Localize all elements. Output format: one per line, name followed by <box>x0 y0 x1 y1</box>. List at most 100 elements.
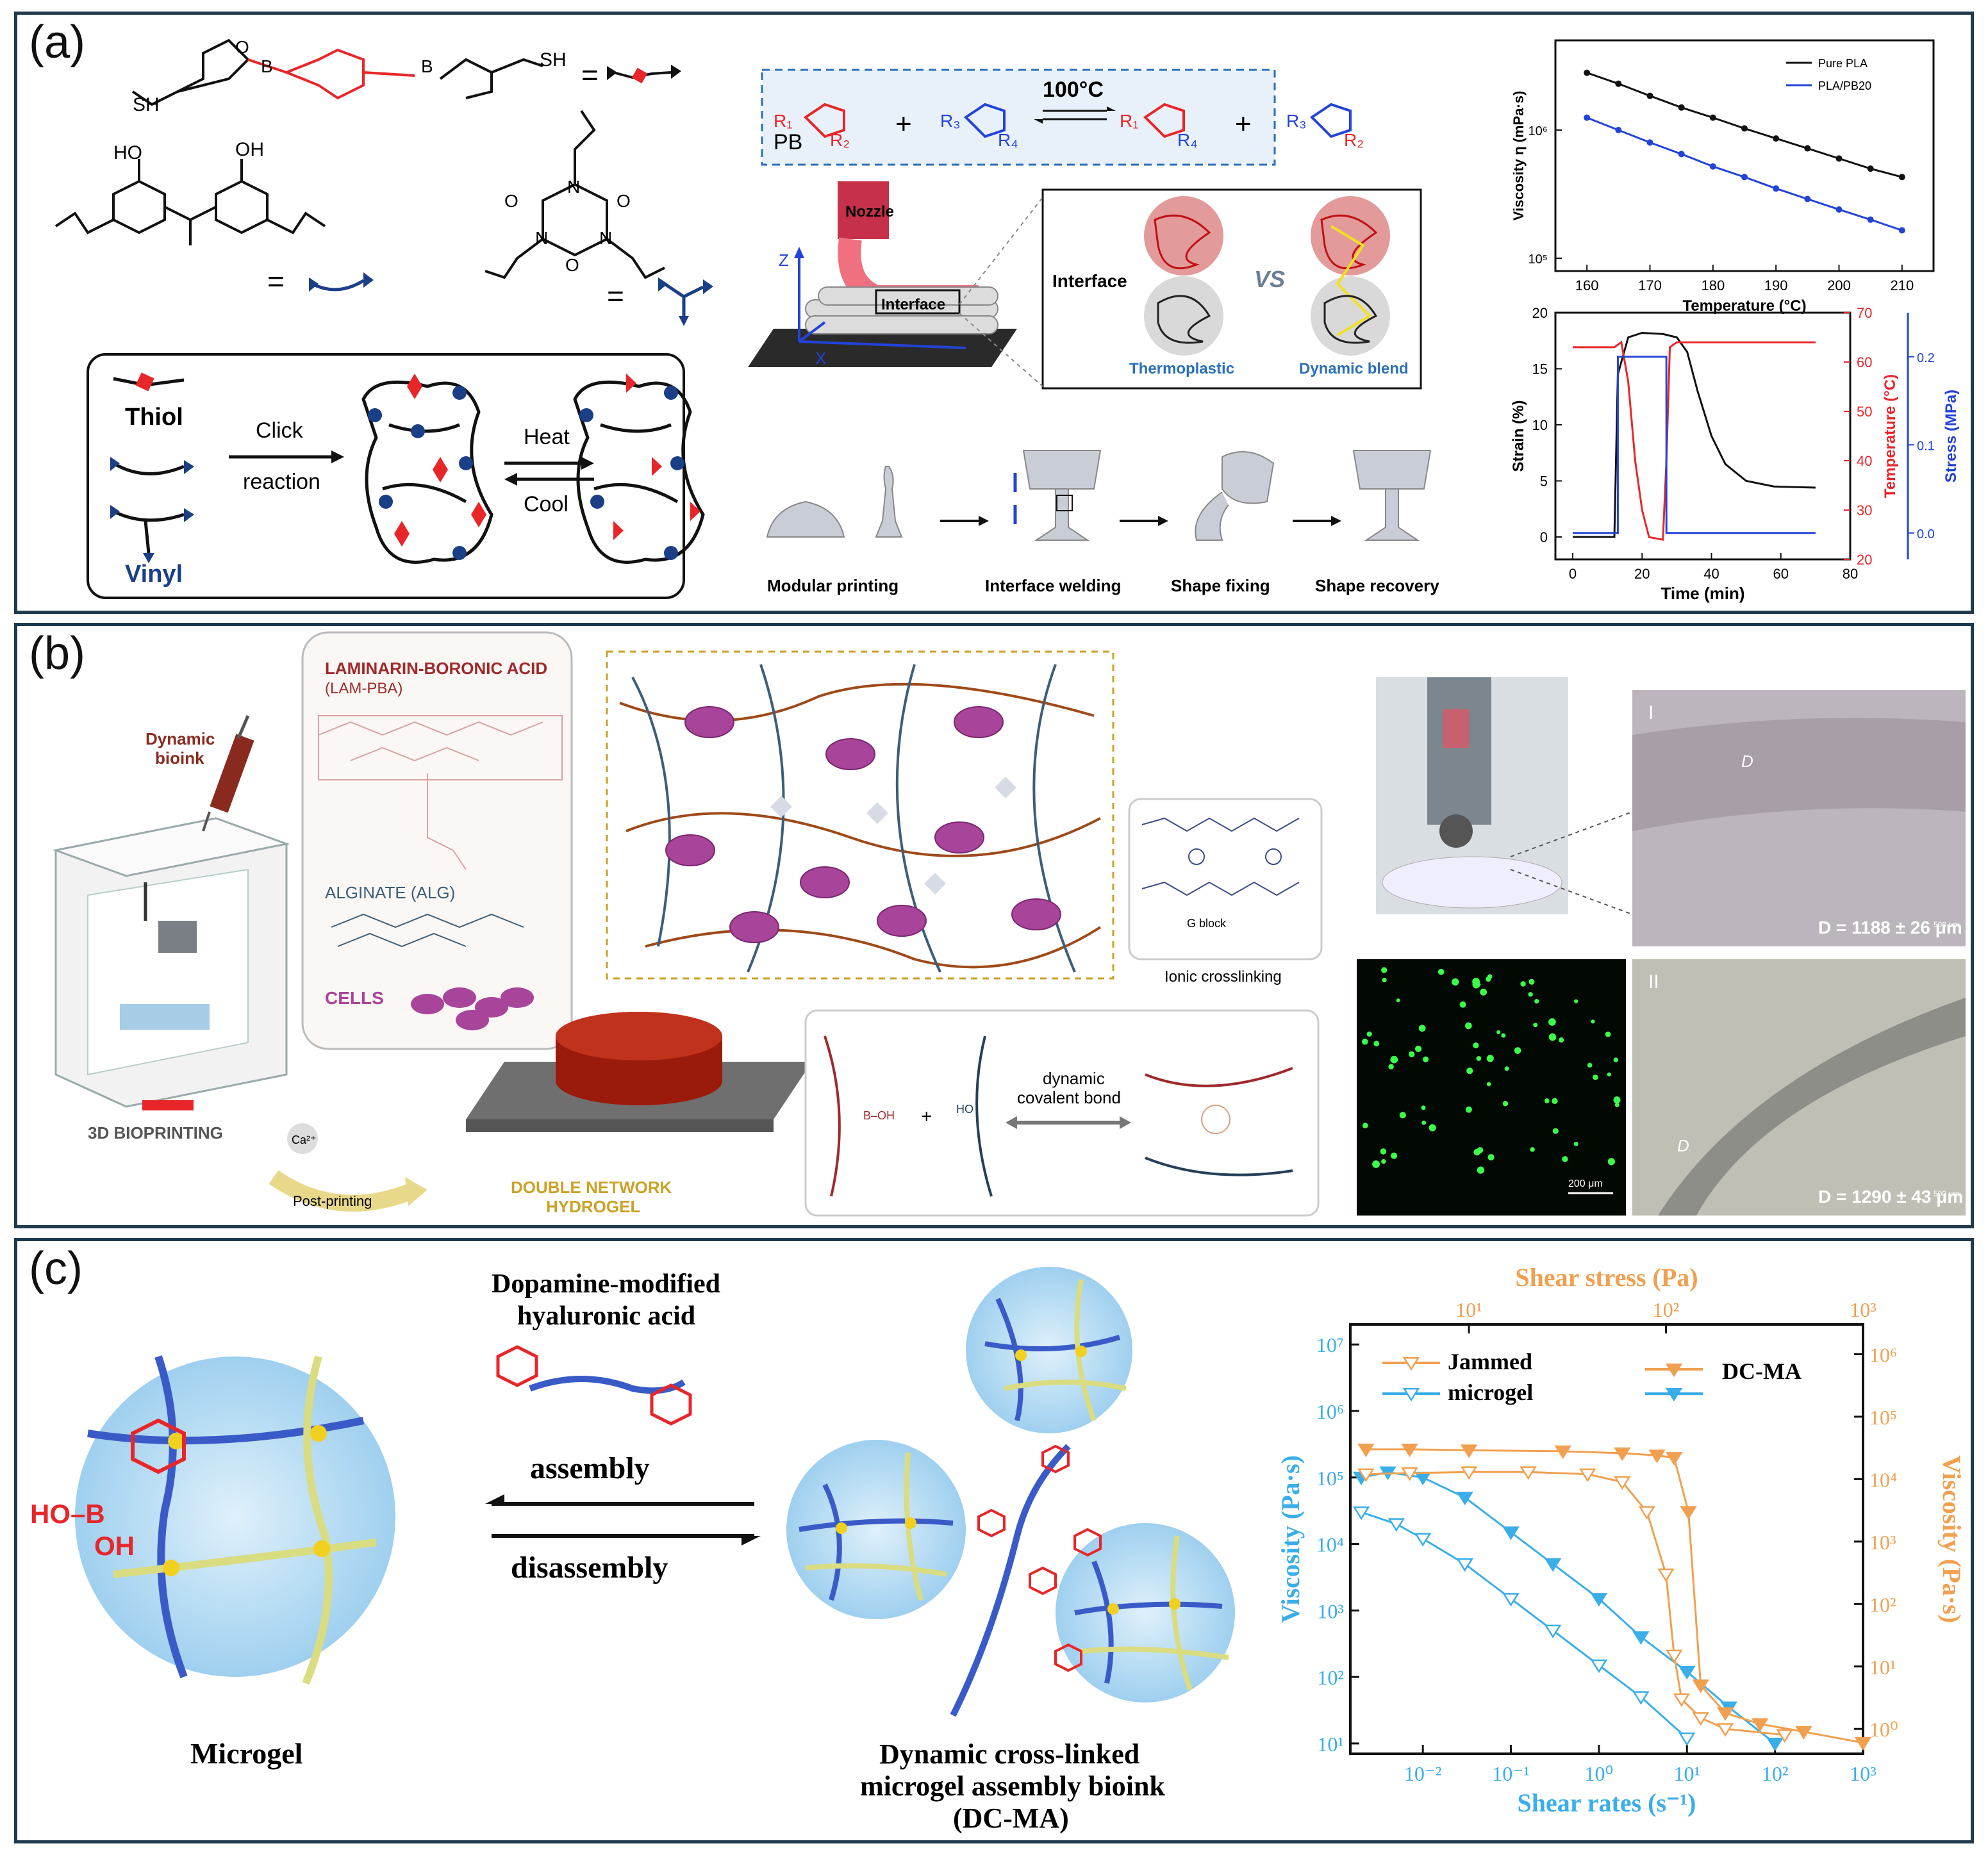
fluorescent-cell <box>1502 1101 1509 1107</box>
image-II-d-marker: D <box>1677 1136 1689 1155</box>
chart3-series-line <box>1361 1511 1688 1739</box>
chart3-ytick-right-label: 10² <box>1869 1593 1896 1616</box>
chart3-xtick-bottom-label: 10¹ <box>1673 1762 1700 1785</box>
fluorescent-cell <box>1421 1105 1426 1110</box>
post-printing-label: Post-printing <box>293 1193 372 1209</box>
fluorescent-cell <box>1548 1018 1556 1026</box>
fluorescence-image <box>1357 959 1626 1216</box>
fluorescent-cell <box>1514 1047 1521 1054</box>
chart1-point <box>1835 155 1843 162</box>
bioink-label-3: (DC-MA) <box>953 1802 1069 1834</box>
chart3-point <box>1614 1447 1631 1462</box>
fluorescent-cell <box>1587 1062 1593 1068</box>
thiol-label: Thiol <box>125 404 183 431</box>
chart3-xtick-top-label: 10³ <box>1850 1298 1876 1321</box>
g-block-label: G block <box>1187 917 1227 930</box>
chart3-point <box>1387 1518 1405 1532</box>
b-label-2: B <box>421 56 433 76</box>
chart3-legend-label: Jammed <box>1448 1349 1532 1374</box>
chart3-point <box>1678 1732 1696 1746</box>
double-network-1: DOUBLE NETWORK <box>511 1178 672 1197</box>
post-printing-arrow <box>269 1170 418 1212</box>
chart3-point <box>1554 1445 1572 1460</box>
chart1-point <box>1898 227 1905 234</box>
chart3-point <box>1544 1624 1562 1638</box>
fluorescent-cell <box>1429 1124 1436 1132</box>
image-I-d-marker: D <box>1741 752 1753 771</box>
crosslinked-network-1 <box>361 380 493 564</box>
image-I-scale: 500 μm <box>1934 920 1959 929</box>
chart2-temp-tick-label: 50 <box>1857 404 1872 420</box>
plus-2: + <box>1235 108 1252 140</box>
alginate-label: ALGINATE (ALG) <box>325 883 455 902</box>
chart3-point <box>1632 1691 1650 1705</box>
sh-label-right: SH <box>540 49 567 70</box>
chart3-ytick-right-label: 10¹ <box>1869 1656 1896 1679</box>
chart1-point <box>1741 125 1748 132</box>
chart2-series-line-strain <box>1573 331 1816 538</box>
fluorescent-cell <box>1373 1041 1380 1047</box>
chart3-xtick-bottom-label: 10⁰ <box>1584 1762 1613 1785</box>
reaction-label: reaction <box>243 470 320 494</box>
chart1-point <box>1835 206 1843 213</box>
hob-label: HO–B <box>30 1499 105 1529</box>
bioink-label-2: microgel assembly bioink <box>860 1770 1165 1802</box>
chart3-left-label: Viscosity (Pa·s) <box>1276 1455 1305 1623</box>
chart1-legend-label: PLA/PB20 <box>1818 79 1871 92</box>
image-II-d-value: D = 1290 ± 43 μm <box>1818 1187 1963 1207</box>
equals-2: = <box>267 265 285 298</box>
fluorescent-cell <box>1480 988 1487 996</box>
chart1-point <box>1867 165 1874 172</box>
fluorescent-cell <box>1464 1022 1472 1030</box>
chart3-point <box>1632 1631 1650 1645</box>
chart3-point <box>1590 1659 1608 1674</box>
chart3-point <box>1638 1506 1656 1520</box>
chart3-series-line <box>1361 1471 1776 1745</box>
oh-label-c: OH <box>94 1531 135 1561</box>
fluorescent-cell <box>1593 1075 1598 1080</box>
fluorescent-cell <box>1423 1056 1429 1062</box>
chart1-ytick-label: 10⁶ <box>1528 124 1548 138</box>
fluorescent-cell <box>1520 981 1526 987</box>
step-modular: Modular printing <box>767 576 899 595</box>
fluorescent-cell <box>1465 1106 1472 1113</box>
thermoplastic-label: Thermoplastic <box>1129 360 1234 377</box>
chart2-xtick-label: 60 <box>1773 566 1789 582</box>
chart2-xtick-label: 80 <box>1843 566 1858 582</box>
svg-text:HO: HO <box>956 1103 973 1116</box>
chart3-bottom-label: Shear rates (s⁻¹) <box>1518 1788 1696 1817</box>
chart2-xtick-label: 0 <box>1569 566 1577 582</box>
chart3-point <box>1357 1443 1375 1458</box>
chart1-point <box>1584 69 1591 76</box>
fluorescent-cell <box>1391 1152 1398 1159</box>
chart3-legend-label: microgel <box>1448 1380 1533 1405</box>
chart3-legend-marker <box>1402 1357 1420 1371</box>
fluorescent-cell <box>1388 1064 1394 1069</box>
chart3-point <box>1692 1712 1709 1726</box>
fluorescent-cell <box>1477 1166 1485 1174</box>
o-label-4: O <box>565 255 579 275</box>
fluorescent-cell <box>1496 1030 1501 1034</box>
r1-right: R₁ <box>1120 111 1139 131</box>
fluorescent-cell <box>1363 1123 1368 1128</box>
panel-label-b: (b) <box>29 628 85 679</box>
chart2-ylabel-stress: Stress (MPa) <box>1942 390 1960 482</box>
r2-right: R₂ <box>1344 130 1364 150</box>
chart3-ytick-left-label: 10⁶ <box>1316 1400 1344 1423</box>
chart2-temp-tick-label: 30 <box>1857 502 1872 518</box>
fluorescent-cell <box>1487 1154 1495 1161</box>
chart3-point <box>1678 1665 1696 1680</box>
chart3-ytick-right-label: 10⁴ <box>1869 1468 1897 1491</box>
chart3-series-line <box>1366 1448 1864 1744</box>
dynamic-bioink-1: Dynamic <box>145 729 215 748</box>
chart1-point <box>1773 135 1780 142</box>
image-II-label: II <box>1648 971 1659 993</box>
chart2-xlabel: Time (min) <box>1661 584 1745 603</box>
fluorescent-cell <box>1607 1072 1611 1076</box>
fluorescent-cell <box>1415 1045 1422 1052</box>
image-II-scale: 500 μm <box>1934 1189 1959 1198</box>
chart3-point <box>1716 1723 1734 1737</box>
dynamic-bioink-2: bioink <box>155 748 204 768</box>
reaction-temp: 100°C <box>1043 78 1104 102</box>
